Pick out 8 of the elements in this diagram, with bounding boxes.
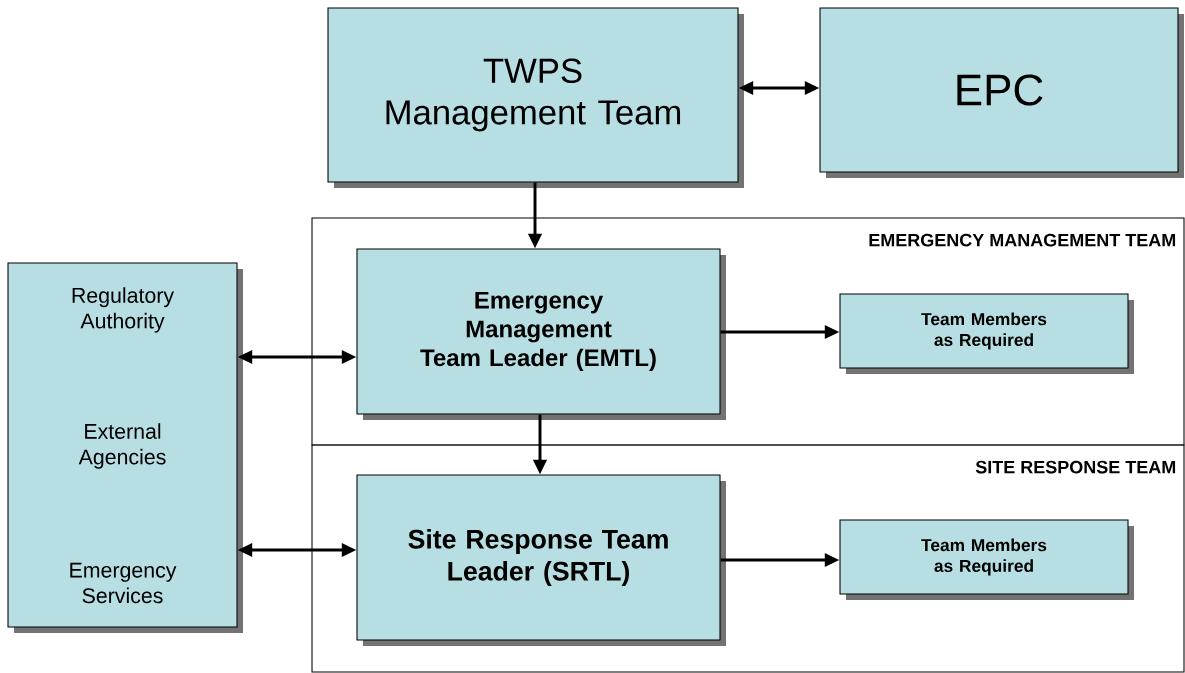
band-heading: SITE RESPONSE TEAM bbox=[975, 460, 1176, 474]
process-box: Emergency Management Team Leader (EMTL) bbox=[356, 248, 726, 420]
process-box: Team Members as Required bbox=[839, 293, 1134, 374]
process-box: EPC bbox=[819, 7, 1184, 178]
process-box: Site Response Team Leader (SRTL) bbox=[356, 474, 726, 646]
process-box: Team Members as Required bbox=[839, 519, 1134, 600]
band-heading: EMERGENCY MANAGEMENT TEAM bbox=[869, 233, 1176, 247]
process-box: TWPS Management Team bbox=[327, 7, 744, 188]
